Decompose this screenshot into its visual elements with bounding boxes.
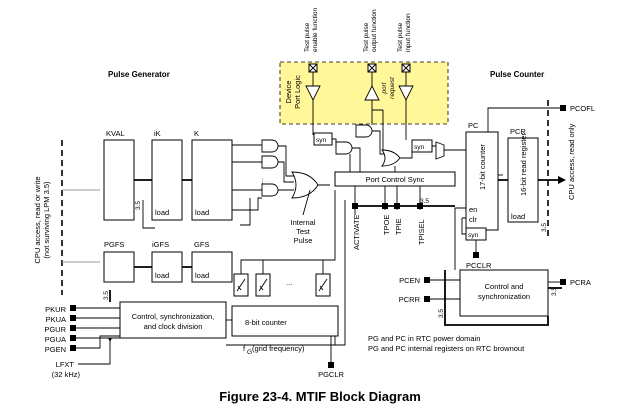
cpu-access-left-2: (not surviving LPM 3.5) [42, 181, 51, 259]
gates-ellipsis: ... [260, 178, 269, 184]
ik-label: iK [154, 129, 161, 138]
bus-width-pg: 3.5 [103, 291, 110, 300]
k-load-label: load [195, 208, 209, 217]
pc-label: PC [468, 121, 479, 130]
pc-en-label: en [469, 205, 477, 214]
note-line-2: PG and PC internal registers on RTC brow… [368, 344, 525, 353]
activate-label: ACTIVATE [352, 214, 361, 250]
pcr-label: PCR [510, 127, 526, 136]
pc-counter-label: 17-bit counter [478, 144, 487, 190]
figure-caption: Figure 23-4. MTIF Block Diagram [219, 389, 421, 404]
bus-width-pcr: 3.5 [541, 223, 548, 232]
pgua-label: PGUA [45, 335, 66, 344]
pg-control-line1: Control, synchronization, [132, 312, 215, 321]
tp-output-pin [367, 63, 377, 73]
pcr-register-label: 16-bit read register [519, 133, 528, 196]
port-logic-label: Port Logic [293, 75, 302, 109]
tp-input-pin [401, 63, 411, 73]
and-gate-2 [261, 155, 279, 169]
tp-enable-label-2: enable function [312, 8, 319, 52]
and-gate-port-2 [355, 124, 373, 138]
kval-label: KVAL [106, 129, 125, 138]
grid-freq-g: G [247, 349, 252, 356]
tp-output-label-2: output function [371, 9, 378, 52]
gfs-load-label: load [195, 271, 209, 280]
tp-output-label-1: Test pulse [363, 22, 370, 52]
tp-input-label-1: Test pulse [397, 22, 404, 52]
pgen-label: PGEN [45, 345, 66, 354]
gfs-register [191, 251, 233, 283]
pc-control-sync [459, 269, 549, 317]
tpie-label: TPIE [394, 218, 403, 235]
kval-register [103, 139, 135, 221]
tpisel-label: TPISEL [417, 219, 426, 245]
pcclr-label: PCCLR [466, 261, 492, 270]
pcr-load-label: load [511, 212, 525, 221]
bus-width-kval: 3.5 [135, 201, 142, 210]
pc-control-line1: Control and [485, 282, 524, 291]
pcrr-label: PCRR [399, 295, 421, 304]
or-gate [291, 171, 319, 199]
gfs-label: GFS [194, 240, 209, 249]
ik-load-label: load [155, 208, 169, 217]
pulse-label: Pulse [294, 236, 313, 245]
tp-input-label-2: input function [405, 13, 412, 52]
pc-control-line2: synchronization [478, 292, 530, 301]
pcofl-label: PCOFL [570, 104, 595, 113]
syn-label-1: syn [316, 137, 327, 144]
port-control-sync-label: Port Control Sync [366, 175, 425, 184]
bus-width-pc-ctrl: 3.5 [551, 287, 558, 296]
note-line-1: PG and PC in RTC power domain [368, 334, 480, 343]
tp-enable-label-1: Test pulse [304, 22, 311, 52]
pg-control-sync-clock [119, 301, 227, 339]
tp-enable-pin [308, 63, 318, 73]
pcra-label: PCRA [570, 278, 591, 287]
igfs-label: iGFS [152, 240, 169, 249]
eight-bit-counter-label: 8-bit counter [245, 318, 287, 327]
test-label: Test [296, 227, 311, 236]
bus-width-pc-lower: 3.5 [438, 309, 445, 318]
pkua-label: PKUA [46, 315, 66, 324]
pgfs-register [103, 251, 135, 283]
pgclr-label: PGCLR [318, 370, 344, 379]
pc-input-mux [435, 141, 445, 160]
eight-bit-counter [231, 305, 339, 337]
bus-width-ctrl: 3.5 [420, 198, 429, 205]
cpu-access-left-1: CPU access, read or write [33, 176, 42, 263]
tpoe-label: TPOE [382, 215, 391, 235]
pc-counter [465, 131, 499, 231]
device-port-logic-region [279, 61, 449, 125]
pcr-register [507, 137, 539, 223]
pkur-label: PKUR [45, 305, 66, 314]
and-gate-port-1 [335, 141, 353, 155]
k-label: K [194, 129, 199, 138]
cpu-access-right: CPU access, read only [567, 123, 576, 200]
pcen-label: PCEN [399, 276, 420, 285]
pgur-label: PGUR [44, 325, 66, 334]
lfxt-freq-label: (32 kHz) [52, 370, 81, 379]
grid-freq-text: (grid frequency) [252, 344, 305, 353]
request-label: request [389, 76, 396, 99]
and-gate-1 [261, 139, 279, 153]
igfs-load-label: load [155, 271, 169, 280]
internal-label: Internal [290, 218, 315, 227]
device-label: Device [284, 81, 293, 104]
syn-label-2: syn [414, 144, 425, 151]
pulse-counter-header: Pulse Counter [490, 70, 544, 79]
lfxt-label: LFXT [56, 360, 75, 369]
grid-freq-f: f [243, 344, 246, 353]
k-register [191, 139, 233, 221]
or-gate-port [381, 149, 401, 167]
pulse-generator-header: Pulse Generator [108, 70, 170, 79]
ik-register [151, 139, 183, 221]
pc-clr-label: clr [469, 215, 477, 224]
pgfs-label: PGFS [104, 240, 124, 249]
and-gate-3 [261, 183, 279, 197]
syn-label-pc: syn [468, 232, 479, 239]
mux-ellipsis: ... [286, 278, 292, 287]
pg-control-line2: and clock division [144, 322, 203, 331]
port-label: port [381, 81, 388, 94]
